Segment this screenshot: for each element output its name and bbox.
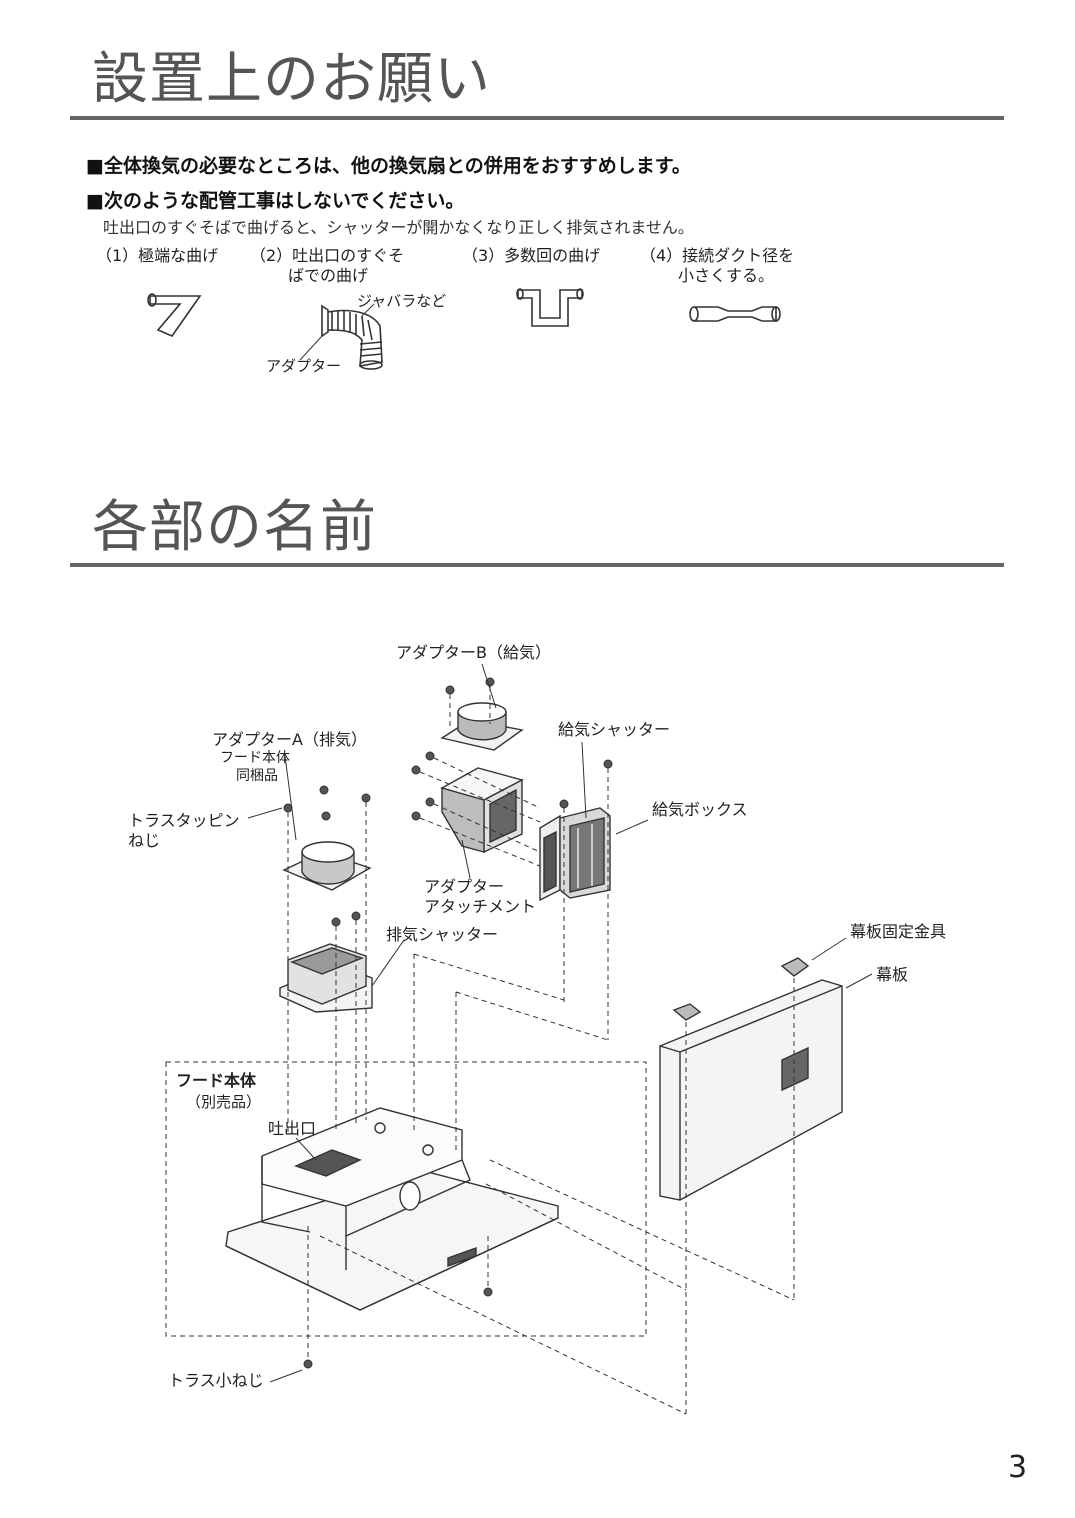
panel-drawing [659, 957, 843, 1201]
label-panel: 幕板 [876, 965, 909, 984]
label-truss-small-screw: トラス小ねじ [168, 1371, 264, 1390]
label-adapter-attachment-1: アダプター [424, 877, 505, 896]
label-hood-body-note: （別売品） [186, 1093, 262, 1111]
section2-title: 各部の名前 [92, 495, 377, 560]
case-2-line2: ばでの曲げ [288, 266, 369, 285]
bullet-piping: ■次のような配管工事はしないでください。 [86, 190, 465, 212]
label-truss-tapping-1: トラスタッピン [128, 811, 240, 830]
section2-rule [70, 563, 1004, 567]
case-4-line1: （4）接続ダクト径を [640, 246, 795, 265]
label-truss-tapping-2: ねじ [128, 831, 161, 850]
label-supply-box: 給気ボックス [652, 800, 748, 819]
label-hood-body: フード本体 [176, 1071, 257, 1090]
label-adapter-a: アダプターA（排気） [212, 730, 367, 749]
label-exhaust-shutter: 排気シャッター [386, 925, 499, 944]
adapter-label: アダプター [266, 357, 342, 375]
exhaust-shutter-drawing [279, 943, 373, 1013]
case-1-label: （1）極端な曲げ [96, 246, 219, 265]
bellows-duct-icon [299, 303, 383, 370]
section1-rule [70, 116, 1004, 120]
piping-note: 吐出口のすぐそばで曲げると、シャッターが開かなくなり正しく排気されません。 [103, 218, 694, 237]
page-number: 3 [1008, 1450, 1028, 1485]
screw-icons [283, 677, 613, 1369]
label-supply-shutter: 給気シャッター [558, 720, 671, 739]
section1-title: 設置上のお願い [92, 47, 491, 112]
hood-body-drawing [225, 1107, 559, 1311]
case-4-label: （4）接続ダクト径を 小さくする。 [640, 246, 794, 286]
case-2-label: （2）吐出口のすぐそ ばでの曲げ [250, 246, 404, 286]
adapter-a-drawing [282, 841, 372, 891]
supply-box-drawing [539, 807, 611, 902]
label-adapter-b: アダプターB（給気） [396, 643, 551, 662]
extreme-bend-icon [147, 293, 202, 337]
label-panel-bracket: 幕板固定金具 [850, 922, 947, 941]
label-adapter-attachment-2: アタッチメント [424, 897, 537, 916]
label-outlet: 吐出口 [268, 1119, 317, 1138]
adapter-b-drawing [440, 702, 524, 751]
hood-body-boundary [165, 1061, 647, 1337]
case-3-label: （3）多数回の曲げ [462, 246, 601, 265]
reduced-diameter-icon [689, 306, 781, 322]
case-4-line2: 小さくする。 [678, 266, 775, 285]
bellows-label: ジャバラなど [357, 292, 447, 310]
adapter-attachment-drawing [440, 767, 524, 854]
label-adapter-a-note1: フード本体 [220, 750, 290, 766]
bullet-ventilation: ■全体換気の必要なところは、他の換気扇との併用をおすすめします。 [86, 155, 691, 177]
case-2-line1: （2）吐出口のすぐそ [250, 246, 405, 265]
label-adapter-a-note2: 同梱品 [236, 768, 278, 784]
multiple-bends-icon [516, 288, 584, 327]
